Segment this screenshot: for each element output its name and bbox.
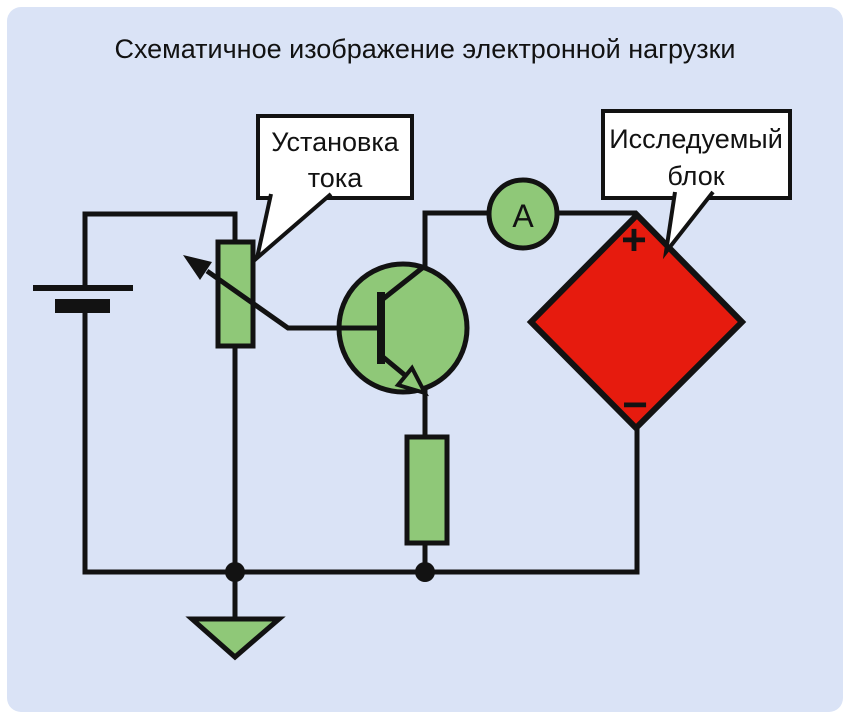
- callout-tail: [253, 192, 333, 264]
- diagram-title: Схематичное изображение электронной нагр…: [114, 34, 735, 64]
- battery-icon: [33, 285, 133, 313]
- callout-line1: Установка: [271, 127, 400, 157]
- callout-tail: [662, 190, 715, 260]
- callout-box: [601, 109, 792, 200]
- load-plus-label: +: [621, 216, 647, 265]
- load-block-body: [526, 210, 747, 433]
- wire-collector-to-load: [422, 210, 637, 268]
- callout-line1: Исследуемый: [609, 124, 783, 154]
- ground-triangle: [185, 616, 286, 661]
- wire-bottom-rail: [82, 308, 640, 575]
- junction-dot: [415, 562, 435, 582]
- load-minus-label: −: [622, 381, 648, 430]
- wire-battery-to-potentiometer: [82, 211, 238, 290]
- junction-dot: [225, 562, 245, 582]
- ammeter-label: A: [512, 198, 534, 234]
- transistor-icon: [336, 261, 470, 397]
- transistor-collector-line: [381, 263, 428, 301]
- ammeter-body: [486, 177, 560, 251]
- resistor-icon: [404, 434, 450, 546]
- callout-line2: блок: [667, 161, 724, 191]
- callout-current-setting: Установка тока: [253, 114, 414, 264]
- callout-line2: тока: [308, 163, 363, 193]
- ground-icon: [185, 616, 286, 661]
- load-block-icon: + −: [526, 210, 747, 433]
- transistor-emitter-arrowhead: [394, 364, 429, 397]
- potentiometer-icon: [183, 239, 381, 349]
- battery-negative-plate: [55, 299, 110, 313]
- potentiometer-wiper-arrowhead: [183, 255, 212, 280]
- transistor-body: [336, 261, 470, 395]
- ammeter-icon: A: [486, 177, 560, 251]
- callout-box: [256, 114, 414, 200]
- callout-device-under-test: Исследуемый блок: [601, 109, 792, 260]
